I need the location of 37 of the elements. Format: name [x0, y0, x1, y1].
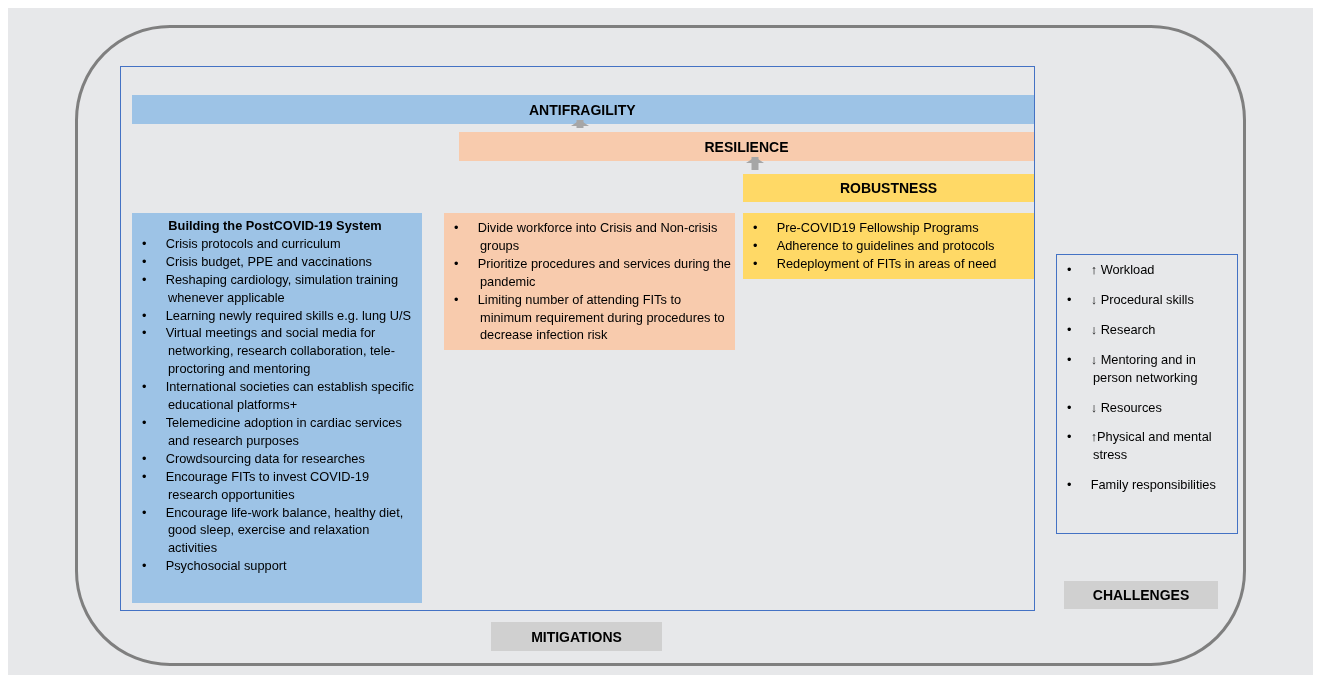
- bullet-item: • Encourage life-work balance, healthy diet, good sleep, exercise and relaxation activities: [142, 503, 405, 558]
- bullet-item: • ↓ Procedural skills: [1067, 290, 1195, 309]
- mitigations-frame: [120, 66, 1035, 611]
- list-panel: [132, 213, 422, 603]
- bullet-item: • Crisis protocols and curriculum: [142, 234, 342, 253]
- level-banner: ANTIFRAGILITY: [132, 95, 1034, 124]
- bullet-item: • Crisis budget, PPE and vaccinations: [142, 252, 373, 271]
- bullet-item: • Psychosocial support: [142, 557, 288, 576]
- bullet-item: • Limiting number of attending FITs to minimum requirement during procedures to decrease infection risk: [454, 290, 726, 345]
- bullet-item: • Prioritize procedures and services during the pandemic: [454, 254, 731, 291]
- challenges-panel: [1056, 254, 1238, 534]
- list-panel: [743, 213, 1034, 279]
- bullet-item: • Encourage FITs to invest COVID-19 research opportunities: [142, 467, 371, 504]
- bullet-item: • Adherence to guidelines and protocols: [753, 236, 996, 255]
- bullet-item: • International societies can establish specific educational platforms+: [142, 378, 415, 414]
- bullet-item: • Pre-COVID19 Fellowship Programs: [753, 219, 980, 237]
- section-label: CHALLENGES: [1064, 581, 1218, 609]
- block-arrow: [571, 120, 589, 128]
- list-heading: Building the PostCOVID-19 System: [167, 217, 383, 235]
- bullet-item: • ↓ Resources: [1067, 398, 1163, 417]
- bullet-item: • Redeployment of FITs in areas of need: [753, 254, 998, 273]
- bullet-item: • ↑ Workload: [1067, 261, 1156, 279]
- level-banner: ROBUSTNESS: [743, 174, 1034, 202]
- bullet-item: • Virtual meetings and social media for networking, research collaboration, tele-proctoring and mentoring: [142, 324, 396, 379]
- section-label: MITIGATIONS: [491, 622, 662, 651]
- bullet-item: • ↓ Research: [1067, 320, 1157, 339]
- bullet-item: • Crowdsourcing data for researches: [142, 449, 366, 468]
- bullet-item: • Learning newly required skills e.g. lung U/S: [142, 306, 413, 325]
- bullet-item: • ↑Physical and mental stress: [1067, 428, 1213, 465]
- bullet-item: • ↓ Mentoring and in person networking: [1067, 350, 1199, 387]
- list-panel: [444, 213, 735, 351]
- rounded-frame: [75, 25, 1246, 666]
- bullet-item: • Telemedicine adoption in cardiac services and research purposes: [142, 413, 403, 450]
- level-banner: RESILIENCE: [459, 132, 1034, 161]
- bullet-item: • Family responsibilities: [1067, 476, 1217, 495]
- bullet-item: • Divide workforce into Crisis and Non-crisis groups: [454, 219, 719, 255]
- bullet-item: • Reshaping cardiology, simulation training whenever applicable: [142, 270, 400, 307]
